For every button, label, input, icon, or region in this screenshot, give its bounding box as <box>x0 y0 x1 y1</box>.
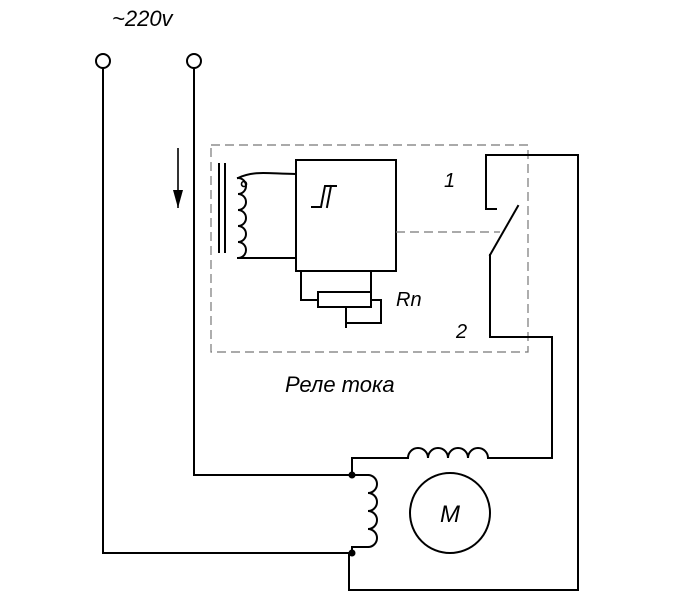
current-arrow-head <box>173 190 183 208</box>
junction-bottom <box>348 549 356 557</box>
transformer-coil <box>236 176 247 260</box>
contact-blade <box>488 204 520 257</box>
contact-1-terminal <box>485 154 579 210</box>
motor-label: M <box>440 501 460 528</box>
resistor-rn <box>317 291 372 308</box>
right-outer-wire <box>348 154 579 591</box>
contact-2-terminal <box>489 254 553 459</box>
relay-block <box>295 159 397 272</box>
main-winding <box>366 473 378 549</box>
coil-polarity-dot <box>240 180 248 188</box>
supply-terminal-left <box>95 53 111 69</box>
left-supply-wire <box>102 67 353 554</box>
resistor-lead-right <box>345 299 382 324</box>
junction-top <box>348 471 356 479</box>
supply-terminal-right <box>186 53 202 69</box>
resistor-label: Rn <box>396 289 422 311</box>
right-supply-wire <box>193 67 353 476</box>
start-winding <box>406 447 490 460</box>
supply-voltage-label: ~220v <box>112 6 175 31</box>
relay-enclosure <box>210 144 529 353</box>
contact-1-label: 1 <box>444 170 455 192</box>
motor-symbol <box>409 472 491 554</box>
resistor-lead-left <box>300 270 319 301</box>
relay-caption: Реле тока <box>285 372 395 397</box>
coil-lead-top <box>236 172 298 180</box>
hysteresis-symbol <box>311 184 337 209</box>
contact-2-label: 2 <box>455 321 467 343</box>
